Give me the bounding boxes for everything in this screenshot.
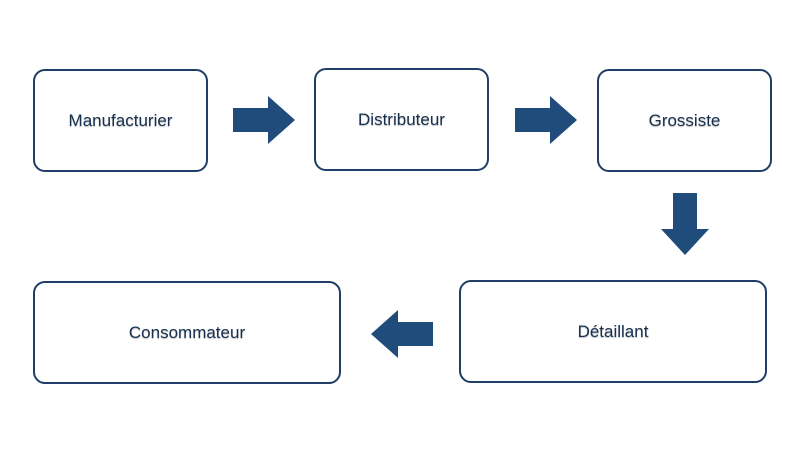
node-consommateur: Consommateur	[33, 281, 341, 384]
node-manufacturier: Manufacturier	[33, 69, 208, 172]
node-label-consommateur: Consommateur	[128, 322, 246, 342]
node-label-manufacturier: Manufacturier	[68, 110, 173, 130]
node-label-detaillant: Détaillant	[577, 321, 649, 341]
left-arrow-icon	[371, 310, 433, 358]
down-arrow-icon	[661, 193, 709, 255]
right-arrow-icon	[233, 96, 295, 144]
node-grossiste: Grossiste	[597, 69, 772, 172]
right-arrow-icon	[515, 96, 577, 144]
node-distributeur: Distributeur	[314, 68, 489, 171]
node-detaillant: Détaillant	[459, 280, 767, 383]
node-label-distributeur: Distributeur	[358, 109, 445, 129]
node-label-grossiste: Grossiste	[648, 110, 721, 130]
